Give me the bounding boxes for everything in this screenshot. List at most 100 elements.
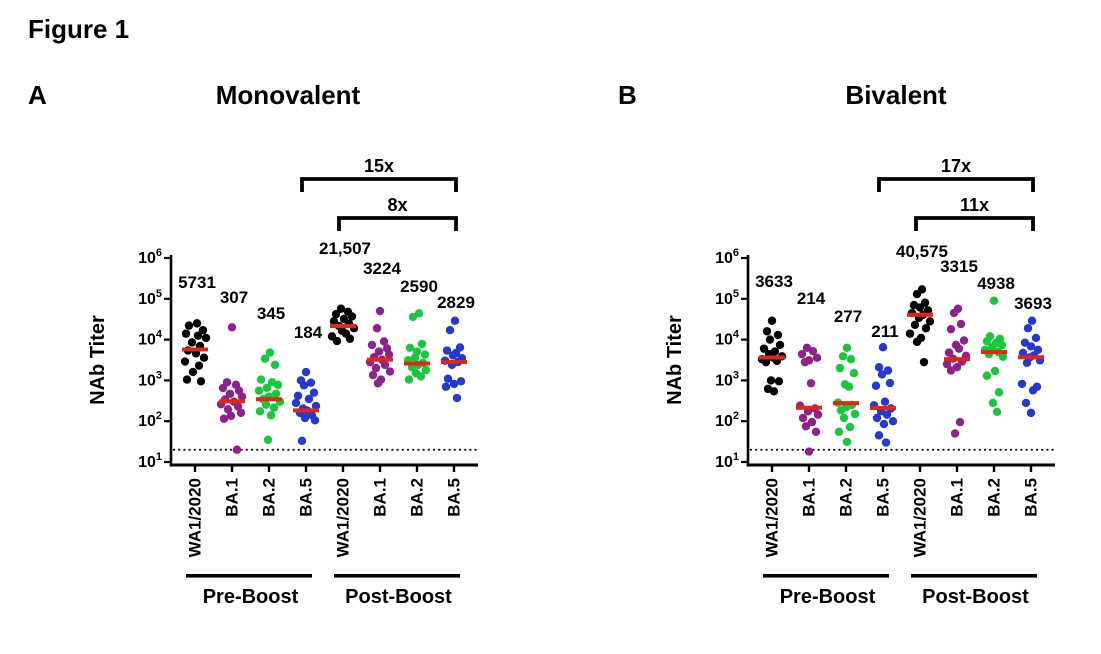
data-point [1018,348,1028,358]
y-tick-label: 105 [715,288,739,308]
data-point [345,334,355,343]
data-point [839,413,849,423]
data-point [331,309,341,319]
data-point [874,431,884,440]
data-point [1031,333,1041,343]
data-point [297,436,307,446]
median-value-label: 2829 [437,293,475,312]
data-point [263,435,273,445]
data-point [293,391,303,400]
data-point [270,360,280,370]
data-point [1022,358,1032,368]
data-point [232,445,242,454]
data-point [946,366,956,375]
data-point [180,357,190,366]
fold-change-bracket [877,177,1035,192]
data-point [989,296,999,305]
data-point [223,405,233,414]
data-point [912,289,922,299]
fold-change-bracket [337,216,458,231]
data-point [181,329,191,338]
y-tick-label: 102 [138,410,162,430]
x-tick-label: BA.2 [985,478,1004,517]
data-point [379,337,389,346]
median-line [367,357,393,362]
data-point [193,331,203,340]
fold-change-bracket [914,216,1035,231]
data-point [233,402,243,411]
data-point [912,337,922,347]
data-point [367,340,377,350]
data-point [266,411,276,420]
fold-change-label: 11x [960,195,989,215]
data-point [808,346,818,356]
data-point [201,333,211,343]
y-tick-label: 103 [138,369,162,389]
data-point [306,378,316,387]
median-line [759,355,785,360]
data-point [842,437,852,447]
section-underline [334,574,460,578]
median-value-label: 5731 [178,273,216,292]
data-point [291,398,301,408]
data-point [845,422,855,432]
data-point [910,320,920,330]
data-point [759,344,769,353]
data-point [448,351,458,360]
data-point [994,388,1004,397]
median-line [330,324,356,329]
x-tick-label: BA.2 [408,478,427,517]
data-point [198,325,208,335]
data-point [261,400,271,409]
data-point [1017,379,1027,389]
data-point [219,414,229,423]
y-tick-label: 104 [138,329,163,349]
data-point [404,375,414,384]
data-point [443,374,453,383]
data-point [372,324,382,333]
data-point [921,324,931,333]
data-point [273,380,283,390]
median-value-label: 2590 [400,277,438,296]
y-tick-label: 106 [138,247,162,267]
median-line [907,312,933,317]
data-point [417,339,427,349]
data-point [301,367,311,377]
data-point [445,325,455,335]
data-point [883,366,893,375]
y-tick-label: 102 [715,410,739,430]
median-line [293,408,319,413]
data-point [237,392,247,401]
data-point [194,361,204,370]
data-point [184,321,194,330]
data-point [192,319,202,328]
median-line [944,357,970,362]
y-tick-label: 106 [715,247,739,267]
data-point [271,389,281,398]
data-point [255,407,265,416]
median-value-label: 3224 [363,259,401,278]
fold-change-label: 17x [941,156,971,176]
data-point [421,365,431,375]
data-point [299,381,309,390]
data-point [371,363,381,373]
median-line [404,361,430,366]
panel-a-letter: A [28,80,47,110]
data-point [844,382,854,391]
x-tick-label: BA.1 [948,478,967,517]
data-point [374,347,384,356]
data-point [456,377,466,386]
fold-change-label: 15x [364,156,394,176]
data-point [992,407,1002,416]
data-point [998,352,1008,361]
data-point [182,375,192,384]
data-point [905,329,915,338]
data-point [846,355,856,364]
section-underline [186,574,312,578]
y-tick-label: 105 [138,288,162,308]
data-point [798,413,808,423]
data-point [988,398,998,408]
x-tick-label: BA.2 [260,478,279,517]
data-point [959,336,969,345]
data-point [236,408,246,418]
